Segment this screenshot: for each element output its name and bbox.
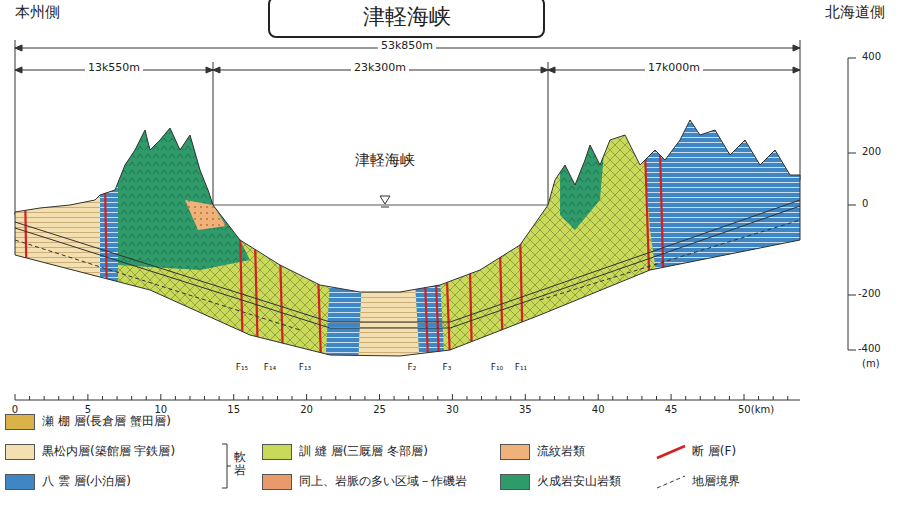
km-value: 35	[519, 404, 532, 416]
axis-value: -200	[858, 288, 881, 300]
legend-swatch	[262, 474, 292, 490]
legend-swatch	[500, 474, 530, 490]
legend-swatch	[500, 444, 530, 460]
legend-text: 流紋岩類	[537, 445, 585, 459]
fault-number: F₁₃	[299, 362, 311, 372]
axis-value: -400	[858, 343, 881, 355]
legend-swatch	[262, 444, 292, 460]
legend-line-sample	[655, 444, 687, 460]
km-value: 5	[85, 404, 91, 416]
km-value: 30	[446, 404, 459, 416]
fault-number: F₁₀	[491, 362, 503, 372]
km-value: 15	[227, 404, 240, 416]
km-value: 25	[373, 404, 386, 416]
fault-number: F₁₁	[515, 362, 527, 372]
fault-number: F₁₄	[264, 362, 276, 372]
fault-number: F₃	[443, 362, 452, 372]
legend-text: 八 雲 層(小泊層)	[42, 475, 131, 489]
km-value: 50(km)	[738, 404, 774, 416]
legend-swatch	[5, 414, 35, 430]
title: 津軽海峡	[363, 4, 451, 29]
legend-swatch	[5, 444, 35, 460]
dimension: 53k850m	[378, 40, 436, 53]
legend-line-sample	[655, 474, 687, 490]
strait-label: 津軽海峡	[355, 152, 415, 169]
km-value: 10	[154, 404, 167, 416]
axis-value: 200	[862, 146, 881, 158]
axis-value: 400	[862, 51, 881, 63]
legend-text: 訓 縫 層(三厩層 冬部層)	[299, 445, 428, 459]
legend-text: 瀬 棚 層(長倉層 蟹田層)	[42, 415, 171, 429]
fault-number: F₂	[408, 362, 417, 372]
dimension: 17k000m	[645, 62, 703, 75]
dimension: 23k300m	[351, 62, 409, 75]
axis-unit: (m)	[862, 358, 880, 370]
side-label: 本州側	[15, 4, 60, 21]
legend-text: 地層境界	[692, 475, 740, 489]
legend-text: 同上、岩脈の多い区域－作磯岩	[299, 475, 467, 489]
fault-number: F₁₅	[236, 362, 248, 372]
legend-text: 火成岩安山岩類	[537, 475, 621, 489]
side-label: 北海道側	[825, 4, 885, 21]
km-value: 20	[300, 404, 313, 416]
legend-text: 断 層(F)	[692, 445, 736, 459]
km-value: 40	[592, 404, 605, 416]
legend-text: 黒松内層(築館層 宇鉄層)	[42, 445, 175, 459]
rock-class: 軟岩	[234, 451, 246, 477]
legend-swatch	[5, 474, 35, 490]
dimension: 13k550m	[85, 62, 143, 75]
km-value: 45	[665, 404, 678, 416]
axis-value: 0	[862, 198, 868, 210]
title-box: 津軽海峡	[268, 0, 545, 38]
